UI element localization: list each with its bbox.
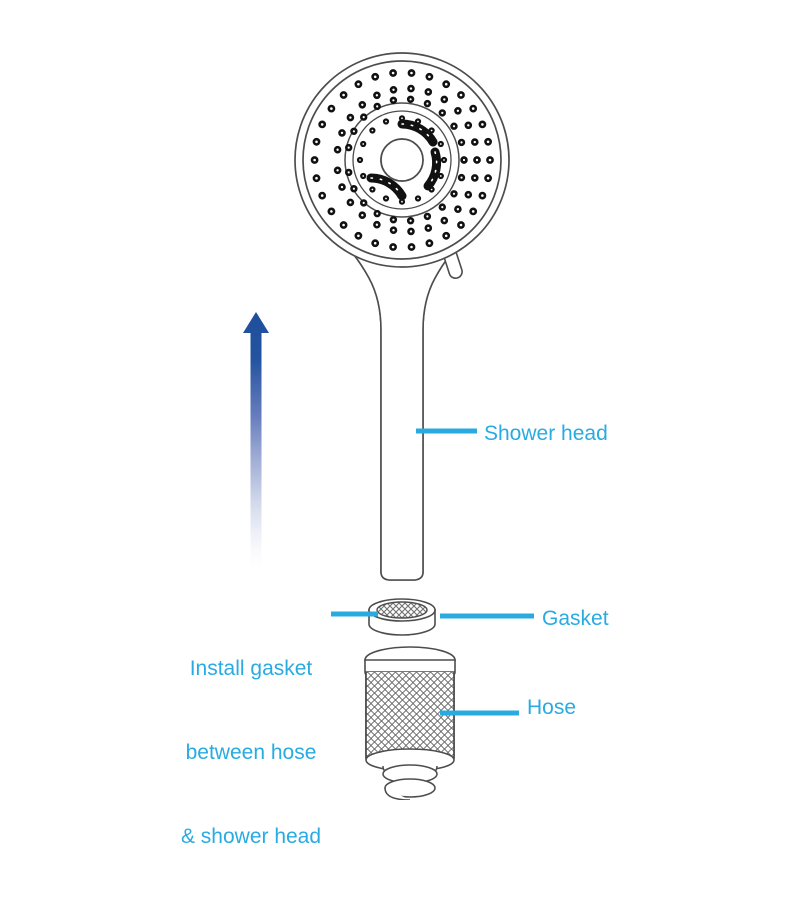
label-gasket: Gasket: [542, 607, 609, 630]
shower-head-part: [294, 52, 510, 581]
install-note-line-1: Install gasket: [189, 657, 313, 680]
diagram-root: Shower head Gasket Hose Install gasket b…: [180, 52, 609, 848]
leader-lines: [331, 428, 534, 716]
spray-arc-slots: [366, 119, 442, 201]
label-hose: Hose: [527, 696, 577, 719]
hose-coil: [382, 764, 438, 800]
assembly-direction-arrow: [243, 312, 269, 575]
gasket-part: [368, 598, 436, 636]
install-note-line-3: & shower head: [180, 825, 322, 848]
label-install-gasket-note: Install gasket between hose & shower hea…: [176, 599, 326, 907]
install-note-line-2: between hose: [185, 741, 317, 764]
label-shower-head: Shower head: [484, 422, 608, 445]
hose-part: [364, 646, 456, 800]
shower-head-diagram-svg: [243, 52, 534, 800]
spray-nozzles: [310, 69, 494, 251]
